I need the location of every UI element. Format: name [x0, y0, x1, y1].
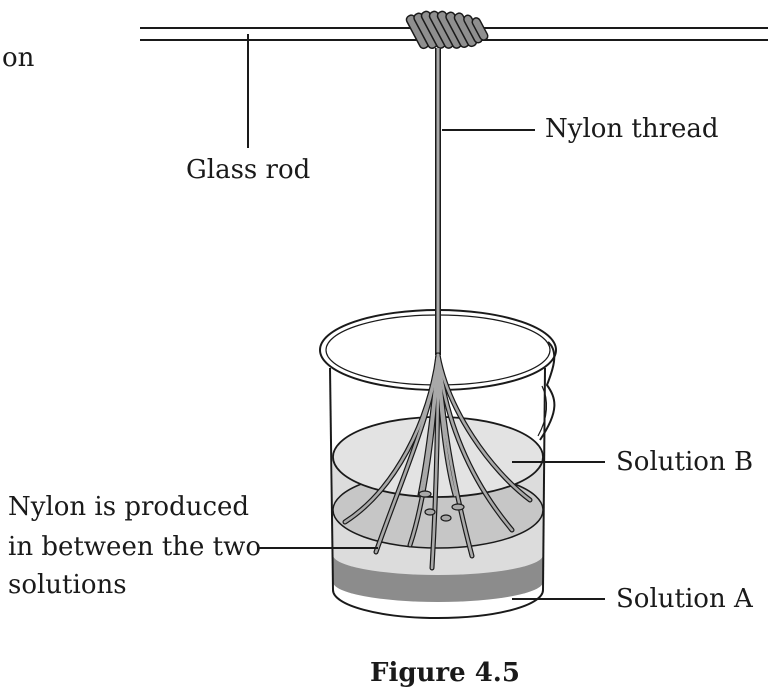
figure-caption: Figure 4.5	[370, 658, 520, 688]
leader-lines	[247, 34, 605, 600]
solution-b-label: Solution B	[616, 447, 754, 477]
glass-rod-label: Glass rod	[186, 155, 311, 185]
corner-fragment-text: on	[2, 43, 35, 73]
nylon-produced-label-line-3: solutions	[8, 570, 127, 600]
solution-a-label: Solution A	[616, 584, 753, 614]
nylon-coil	[405, 10, 489, 50]
nylon-produced-label-line-2: in between the two	[8, 532, 262, 562]
nylon-thread-label: Nylon thread	[545, 114, 719, 144]
nylon-produced-label-line-1: Nylon is produced	[8, 492, 250, 522]
nylon-strands	[342, 352, 533, 571]
